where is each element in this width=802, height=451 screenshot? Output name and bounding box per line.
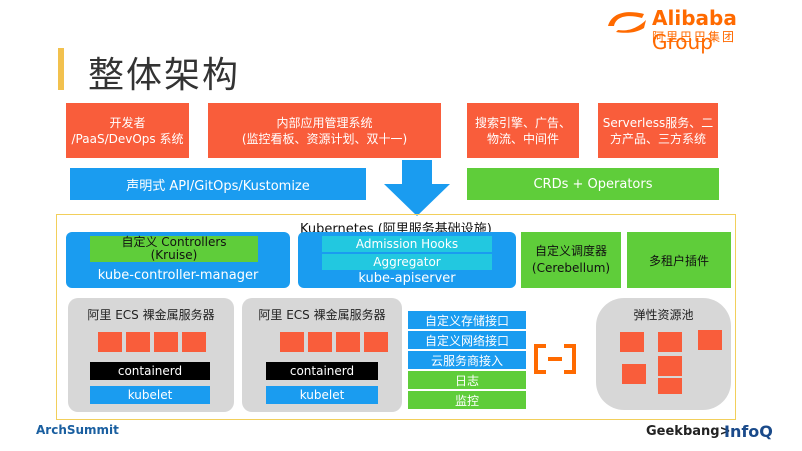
logo-main: Alibaba <box>652 6 737 30</box>
apiserver-label: kube-apiserver <box>358 270 456 286</box>
ecs-node-1-agent: kubelet <box>90 386 210 404</box>
cloud-provider-interface: 云服务商接入 <box>408 351 526 369</box>
ecs-node-2-title: 阿里 ECS 裸金属服务器 <box>258 307 386 322</box>
internal-app-line1: 内部应用管理系统 <box>276 115 373 130</box>
elastic-resource-pool: 弹性资源池 <box>596 298 731 410</box>
geekbang-logo: Geekbang> <box>646 424 731 439</box>
ecs-node-1-runtime: containerd <box>90 362 210 380</box>
page-title: 整体架构 <box>88 55 241 96</box>
container-square <box>622 364 646 384</box>
custom-scheduler-line1: 自定义调度器 <box>534 244 607 258</box>
container-square <box>126 332 150 352</box>
alibaba-logo: Alibaba Group <box>608 6 802 54</box>
container-square <box>182 332 206 352</box>
developer-box: 开发者 /PaaS/DevOps 系统 <box>66 103 189 158</box>
container-square <box>154 332 178 352</box>
container-square <box>280 332 304 352</box>
ecs-node-2-runtime: containerd <box>266 362 378 380</box>
storage-interface: 自定义存储接口 <box>408 311 526 329</box>
serverless-box: Serverless服务、二 方产品、三方系统 <box>598 103 718 158</box>
container-square <box>698 330 722 350</box>
internal-app-box: 内部应用管理系统 (监控看板、资源计划、双十一) <box>208 103 441 158</box>
container-square <box>620 332 644 352</box>
ecs-node-1: 阿里 ECS 裸金属服务器 containerd kubelet <box>68 298 234 412</box>
infoq-logo: InfoQ <box>724 422 773 441</box>
container-square <box>364 332 388 352</box>
container-square <box>98 332 122 352</box>
developer-line2: /PaaS/DevOps 系统 <box>71 131 184 146</box>
ecs-node-1-title: 阿里 ECS 裸金属服务器 <box>87 307 215 322</box>
custom-controllers-line2: (Kruise) <box>150 248 198 262</box>
logging-box: 日志 <box>408 371 526 389</box>
monitoring-box: 监控 <box>408 391 526 409</box>
kubernetes-frame <box>56 214 736 420</box>
search-ads-line1: 搜索引擎、广告、 <box>474 115 571 130</box>
admission-hooks-box: Admission Hooks <box>322 236 492 252</box>
elastic-pool-title: 弹性资源池 <box>633 307 694 322</box>
multitenant-plugin-box: 多租户插件 <box>627 232 731 288</box>
ecs-node-2: 阿里 ECS 裸金属服务器 containerd kubelet <box>242 298 402 412</box>
container-square <box>308 332 332 352</box>
search-ads-box: 搜索引擎、广告、 物流、中间件 <box>467 103 579 158</box>
alibaba-cloud-icon <box>534 344 576 374</box>
ecs-node-2-agent: kubelet <box>266 386 378 404</box>
container-square <box>658 378 682 394</box>
declarative-api-bar: 声明式 API/GitOps/Kustomize <box>70 168 366 200</box>
logo-group: Group <box>652 30 713 54</box>
logo-chinese: 阿里巴巴集团 <box>652 30 737 44</box>
developer-line1: 开发者 <box>109 115 146 130</box>
search-ads-line2: 物流、中间件 <box>486 131 559 146</box>
custom-scheduler-box: 自定义调度器 (Cerebellum) <box>521 232 621 288</box>
aggregator-box: Aggregator <box>322 254 492 270</box>
container-square <box>658 332 682 352</box>
apiserver-box: Admission Hooks Aggregator kube-apiserve… <box>298 232 516 288</box>
crds-operators-bar: CRDs + Operators <box>467 168 719 200</box>
alibaba-logo-icon <box>608 12 646 33</box>
custom-controllers-line1: 自定义 Controllers <box>121 235 227 249</box>
serverless-line1: Serverless服务、二 <box>602 115 714 130</box>
archsummit-logo: ArchSummit <box>36 423 119 437</box>
internal-app-line2: (监控看板、资源计划、双十一) <box>241 131 408 146</box>
serverless-line2: 方产品、三方系统 <box>609 131 706 146</box>
network-interface: 自定义网络接口 <box>408 331 526 349</box>
title-accent-bar <box>58 48 64 90</box>
container-square <box>658 356 682 376</box>
down-arrow-icon <box>384 160 450 216</box>
container-square <box>336 332 360 352</box>
controller-manager-box: 自定义 Controllers (Kruise) kube-controller… <box>66 232 290 288</box>
controller-manager-label: kube-controller-manager <box>97 267 259 283</box>
custom-scheduler-line2: (Cerebellum) <box>531 261 611 275</box>
custom-controllers-box: 自定义 Controllers (Kruise) <box>90 236 258 262</box>
